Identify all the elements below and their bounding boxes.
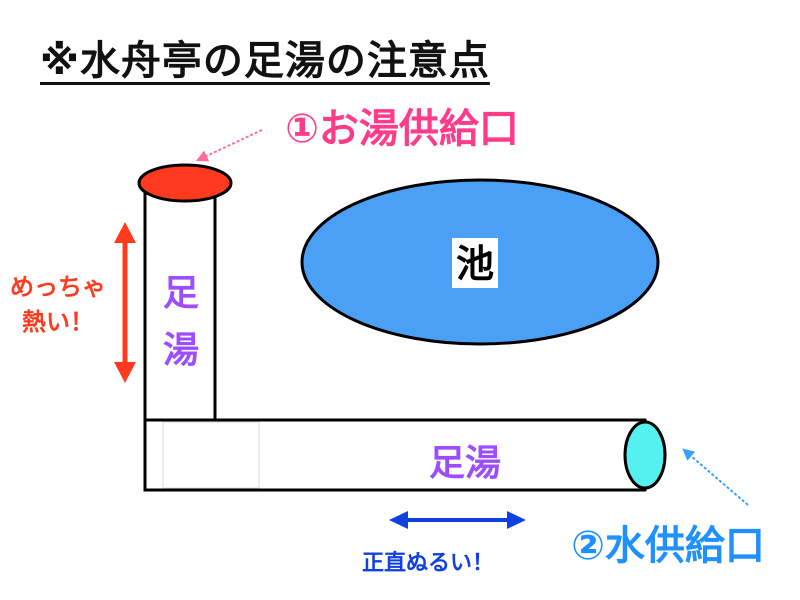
foot-bath-vertical-label-1: 足: [163, 273, 199, 314]
pond-label: 池: [456, 242, 494, 286]
lukewarm-label: 正直ぬるい！: [362, 550, 494, 576]
lukewarm-range-arrow: [389, 511, 526, 529]
hot-range-arrow: [114, 222, 136, 383]
very-hot-label-line2: 熱い！: [22, 308, 94, 336]
cold-inlet-pointer-arrow: [682, 448, 749, 506]
very-hot-label-line1: めっちゃ: [10, 273, 106, 301]
hot-water-inlet-label: ①お湯供給口: [285, 106, 519, 152]
foot-bath-horizontal-label: 足湯: [429, 443, 501, 484]
page-title: ※水舟亭の足湯の注意点: [40, 38, 490, 84]
cold-water-inlet-cap: [623, 420, 667, 490]
foot-bath-vertical-label-2: 湯: [163, 330, 199, 371]
pond-label-bg: [452, 238, 498, 288]
hot-inlet-pointer-arrow: [195, 129, 263, 162]
hot-water-inlet-cap: [137, 163, 233, 203]
tube-corner: [162, 421, 260, 489]
cold-water-inlet-label: ②水供給口: [571, 523, 765, 569]
foot-bath-vertical-tube-inner: [147, 188, 213, 418]
